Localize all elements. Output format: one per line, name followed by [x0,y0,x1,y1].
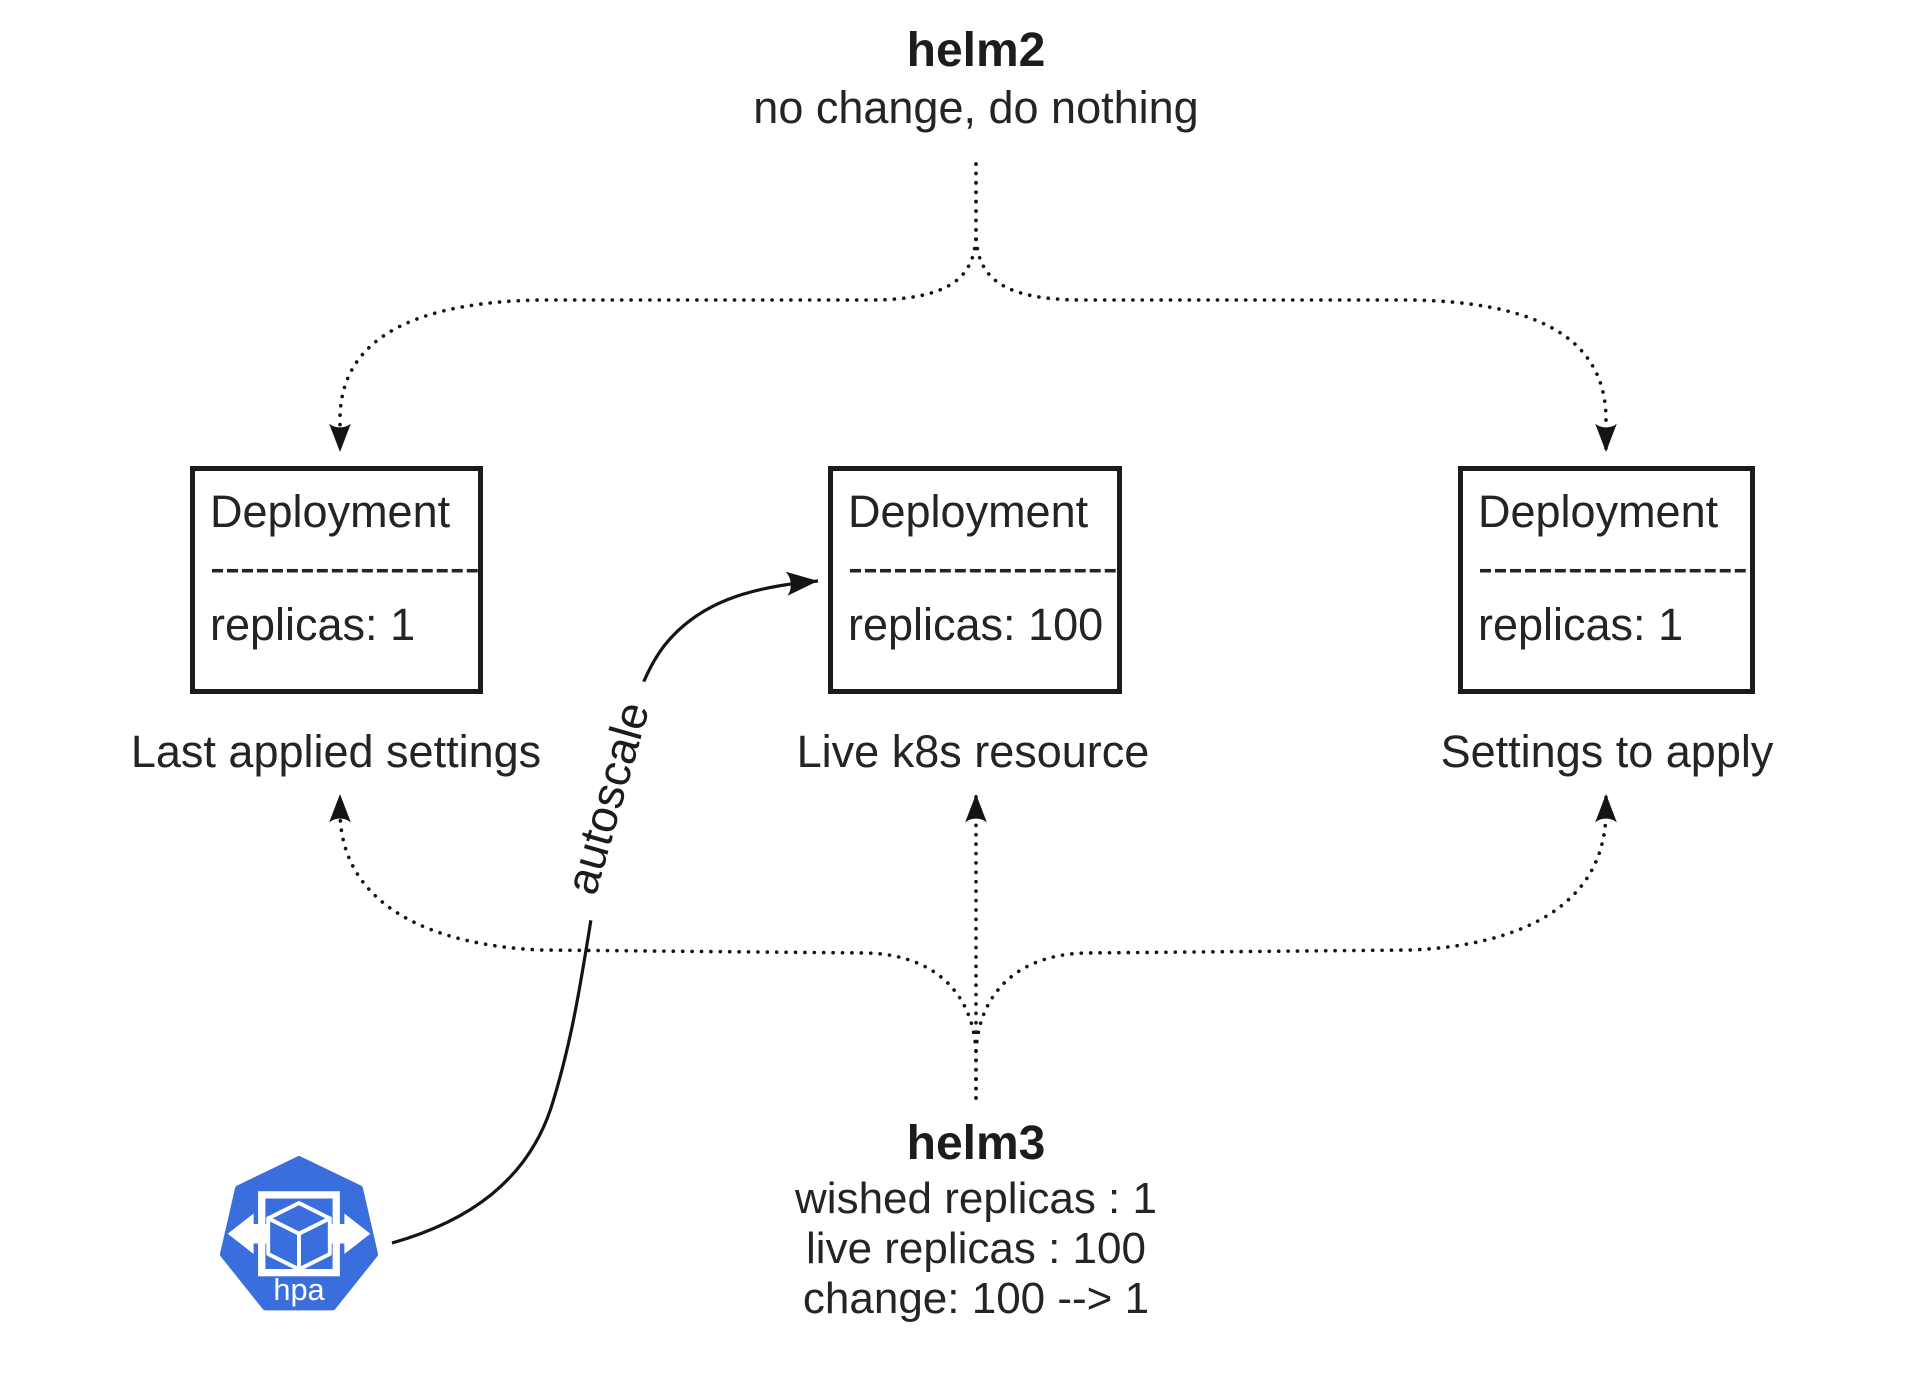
caption-last-applied: Last applied settings [130,726,542,777]
deployment-replicas: replicas: 1 [1478,599,1684,650]
deployment-title: Deployment [848,486,1089,537]
helm3-to-settings-arrow [974,792,1617,1100]
autoscale-label-background [538,670,674,925]
autoscale-label-group: autoscale [538,670,674,925]
helm3-title: helm3 [906,1117,1046,1170]
deployment-divider: ------------------ [210,543,478,593]
deployment-title: Deployment [210,486,451,537]
hpa-label: hpa [273,1272,325,1307]
caption-settings-to-apply: Settings to apply [1440,726,1774,777]
deployment-replicas: replicas: 100 [848,599,1104,650]
caption-live-resource: Live k8s resource [796,726,1150,777]
deployment-box-live: Deployment ------------------ replicas: … [828,466,1122,694]
deployment-box-last-applied: Deployment ------------------ replicas: … [190,466,483,694]
deployment-divider: ------------------ [848,543,1117,593]
deployment-divider: ------------------ [1478,543,1748,593]
deployment-title: Deployment [1478,486,1719,537]
helm2-title: helm2 [906,24,1046,77]
hpa-right-arrow-icon [328,1213,371,1255]
helm2-to-settings-arrow [974,162,1617,454]
helm3-wished-replicas: wished replicas : 1 [795,1174,1157,1223]
helm2-block: helm2 no change, do nothing [656,22,1296,136]
hpa-icon: hpa [219,1156,379,1311]
helm3-to-last-applied-arrow [329,792,978,1100]
deployment-box-to-apply: Deployment ------------------ replicas: … [1458,466,1755,694]
hpa-left-arrow-icon [227,1213,270,1255]
helm2-subtitle: no change, do nothing [753,82,1199,133]
helm3-block: helm3 wished replicas : 1 live replicas … [656,1114,1296,1324]
helm3-live-replicas: live replicas : 100 [806,1224,1146,1273]
deployment-replicas: replicas: 1 [210,599,416,650]
helm2-to-last-applied-arrow [329,162,978,454]
helm3-change: change: 100 --> 1 [802,1274,1150,1323]
